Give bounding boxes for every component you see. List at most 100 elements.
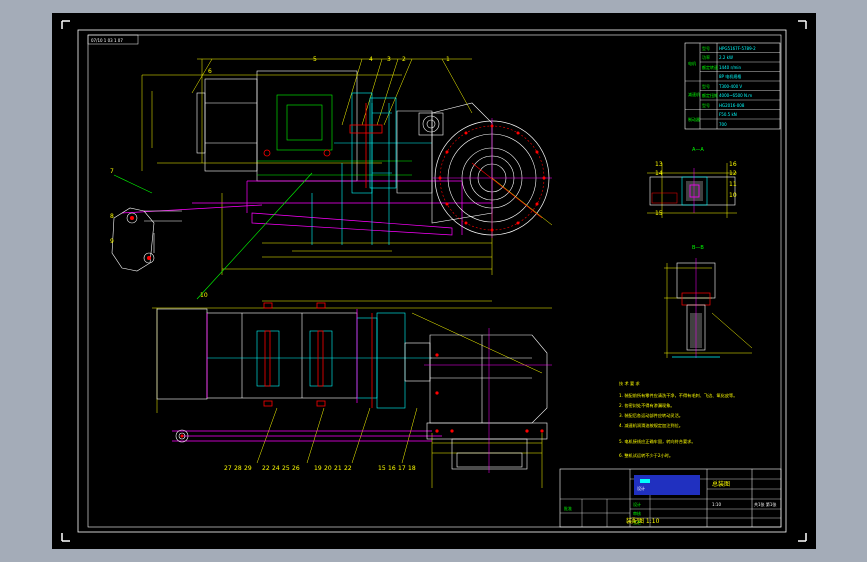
param-value: 2.2 kW <box>719 55 733 60</box>
technical-notes: 技 术 要 求 1. 装配前所有零件应清洗干净，不得有毛刺、飞边、氧化皮等。 2… <box>619 380 737 459</box>
note-line: 3. 装配后各运动部件应转动灵活。 <box>619 412 683 419</box>
note-line: 1. 装配前所有零件应清洗干净，不得有毛刺、飞边、氧化皮等。 <box>619 392 737 399</box>
linkage-pin <box>130 216 134 220</box>
section-bb: B—B <box>664 245 753 358</box>
leader-label: 3 <box>387 56 391 63</box>
front-dimensions <box>141 58 493 275</box>
section-aa: A—A 13 14 15 16 12 11 10 <box>647 147 737 218</box>
title-bottom-label: 装配图 1:10 <box>626 517 660 525</box>
plan-gearbox <box>404 334 548 470</box>
title-row-label: 批准 <box>564 505 572 511</box>
company-logo <box>634 475 700 495</box>
cad-viewport[interactable]: 07/10 1 03 1 07 <box>52 13 816 549</box>
front-red-parts <box>263 103 383 188</box>
leader-label: 20 <box>324 465 332 472</box>
plan-bolts <box>435 353 544 433</box>
note-line: 5. 电机接线应正确牢固，转向符合要求。 <box>619 438 696 445</box>
front-green-parts <box>113 94 412 300</box>
section-number: 13 <box>655 161 663 168</box>
title-block: 设计 设计 审核 工艺 总装图 1:10 共1张 第1张 批准 装配图 1:10 <box>559 468 782 528</box>
leader-label: 28 <box>234 465 242 472</box>
plan-brake <box>207 312 432 409</box>
title-row-label: 设计 <box>637 485 645 491</box>
leader-label: 21 <box>334 465 342 472</box>
leader-label: 22 <box>262 465 270 472</box>
param-key: 功率 <box>702 54 710 60</box>
title-row-label: 审核 <box>633 510 641 516</box>
param-value: T300-400 V <box>718 84 742 89</box>
front-view: 6 5 4 3 2 1 7 8 9 10 <box>110 56 553 300</box>
note-line: 6. 整机试运转不少于2小时。 <box>619 452 673 459</box>
top-left-tag-box <box>87 34 139 45</box>
title-row-label: 设计 <box>633 501 641 507</box>
sheet-count: 共1张 第1张 <box>754 501 776 507</box>
drawing-scale: 1:10 <box>712 502 721 507</box>
param-value: HG2016-008 <box>719 103 745 108</box>
leader-label: 10 <box>200 292 208 299</box>
section-number: 15 <box>655 210 663 217</box>
leader-label: 1 <box>446 56 450 63</box>
leader-label: 8 <box>110 213 114 220</box>
sheet-outer-frame <box>77 29 787 533</box>
param-value: HPG5167F-5789-2 <box>719 46 756 51</box>
plan-view: 27 28 29 22 24 25 26 19 20 21 22 15 16 1… <box>152 300 552 488</box>
param-value: 8P 电机规格 <box>719 73 741 79</box>
leader-label: 19 <box>314 465 322 472</box>
section-number: 10 <box>729 192 737 199</box>
param-group-label: 减速机 <box>688 91 700 97</box>
leader-label: 25 <box>282 465 290 472</box>
front-base <box>121 180 492 236</box>
section-number: 12 <box>729 170 737 177</box>
param-value: F50.5 kN <box>719 112 737 117</box>
param-value: 1440 r/min <box>719 65 741 70</box>
rod-end-pin <box>180 434 184 438</box>
leader-label: 18 <box>408 465 416 472</box>
plan-dimensions <box>152 300 552 488</box>
param-key: 型号 <box>702 45 710 51</box>
cad-drawing: 07/10 1 03 1 07 <box>61 20 807 542</box>
left-linkage <box>111 207 182 272</box>
section-bb-title: B—B <box>692 245 704 251</box>
leader-label: 24 <box>272 465 280 472</box>
leader-label: 6 <box>208 68 212 75</box>
param-value: 700 <box>719 122 727 127</box>
notes-heading: 技 术 要 求 <box>619 380 641 387</box>
param-value: 4000~6500 N.m <box>719 93 752 98</box>
sheet-inner-frame <box>87 34 782 528</box>
plan-red-parts <box>263 302 373 408</box>
leader-label: 4 <box>369 56 373 63</box>
section-number: 14 <box>655 170 663 177</box>
leader-label: 7 <box>110 168 114 175</box>
title-row-label: 工艺 <box>633 520 641 525</box>
section-number: 16 <box>729 161 737 168</box>
plan-gearbox-centerlines <box>424 328 552 473</box>
top-left-tag: 07/10 1 03 1 07 <box>91 38 123 43</box>
param-key: 额定转速 <box>702 64 718 70</box>
param-key: 型号 <box>702 102 710 108</box>
param-key: 额定扭矩 <box>702 92 718 98</box>
leader-label: 27 <box>224 465 232 472</box>
company-logo <box>640 479 650 483</box>
leader-label: 22 <box>344 465 352 472</box>
plan-base <box>172 309 442 442</box>
param-group-label: 制动器 <box>688 116 700 122</box>
note-line: 2. 各密封处不得有渗漏现象。 <box>619 402 675 409</box>
section-number: 11 <box>729 181 737 188</box>
leader-label: 15 <box>378 465 386 472</box>
leader-label: 5 <box>313 56 317 63</box>
drawing-name: 总装图 <box>712 480 730 488</box>
leader-label: 16 <box>388 465 396 472</box>
slewing-ring <box>432 118 553 238</box>
front-brake <box>311 92 432 245</box>
leader-label: 17 <box>398 465 406 472</box>
front-gear-housing <box>396 102 493 224</box>
param-group-label: 电机 <box>688 60 696 66</box>
leader-label: 2 <box>402 56 406 63</box>
leader-label: 29 <box>244 465 252 472</box>
parameter-table: 电机 减速机 制动器 型号 HPG5167F-5789-2 功率 2.2 kW … <box>684 42 781 130</box>
viewport-corner-marks <box>61 20 807 542</box>
section-aa-title: A—A <box>692 147 704 153</box>
note-line: 4. 减速机润滑油按规定加注到位。 <box>619 422 683 429</box>
rod-end <box>175 429 189 443</box>
linkage-pin <box>147 256 151 260</box>
